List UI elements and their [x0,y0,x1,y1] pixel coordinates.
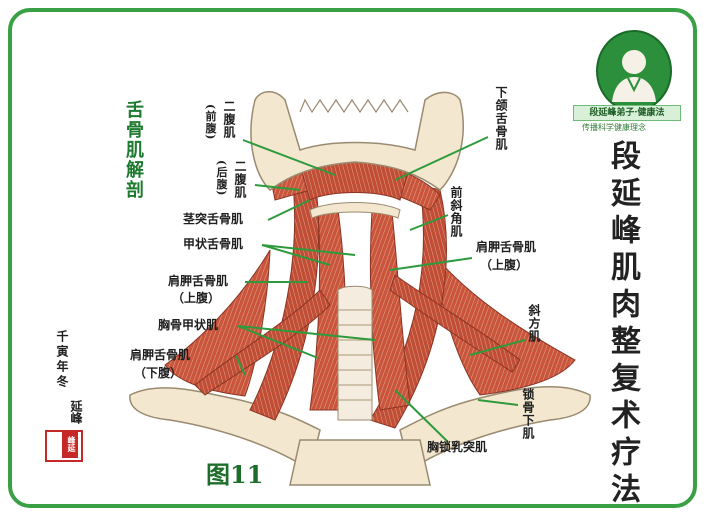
label-sternothyroid: 胸骨甲状肌 [158,318,219,332]
page-title: 舌骨肌解剖 [123,100,144,200]
brand-vertical-text: 段延峰肌肉整复术疗法 [605,140,640,510]
label-digastric-1: 二腹肌 [222,100,236,139]
red-seal-stamp: 峰延 [62,430,78,458]
figure-label: 图11 [206,460,264,489]
signature-date: 千寅年冬 [55,330,69,390]
label-anterior-belly: (前腹) [204,104,217,141]
hyoid-bone [309,202,401,219]
label-posterior-belly: (后腹) [215,160,228,197]
red-seal-frame [45,430,83,462]
omohyoid-right [389,274,521,373]
pointer-lines [235,136,526,443]
label-mylohyoid: 下颌舌骨肌 [494,86,508,151]
signature-name: 延峰 [69,400,83,424]
mandible [250,91,464,191]
label-digastric-2: 二腹肌 [233,160,247,199]
green-rounded-frame [8,8,697,508]
label-inferior-belly: （下腹） [134,366,183,380]
portrait-icon [612,50,656,102]
teeth [299,98,409,114]
trachea [337,285,373,421]
logo-banner: 段延峰弟子·健康法 [573,105,681,121]
label-omohyoid-3: 肩胛舌骨肌 [476,240,537,254]
scm-right [369,184,447,429]
label-subclavius: 锁骨下肌 [521,388,535,440]
label-anterior-scalene: 前斜角肌 [449,186,463,238]
portrait-logo-badge [596,30,672,112]
logo-subline: 传播科学健康理念 [582,123,646,132]
label-omohyoid-1: 肩胛舌骨肌 [168,274,229,288]
label-thyrohyoid: 甲状舌骨肌 [183,237,244,251]
label-sternocleidomastoid: 胸锁乳突肌 [427,440,488,454]
scm-left [249,174,320,421]
label-superior-belly-2: （上腹） [480,258,529,272]
label-superior-belly-1: （上腹） [172,291,221,305]
label-trapezius: 斜方肌 [527,304,541,343]
clavicle-bones [129,386,591,486]
label-omohyoid-2: 肩胛舌骨肌 [130,348,191,362]
sternohyoid-right [369,209,411,411]
omohyoid-left [194,289,331,396]
label-stylohyoid: 茎突舌骨肌 [183,212,244,226]
